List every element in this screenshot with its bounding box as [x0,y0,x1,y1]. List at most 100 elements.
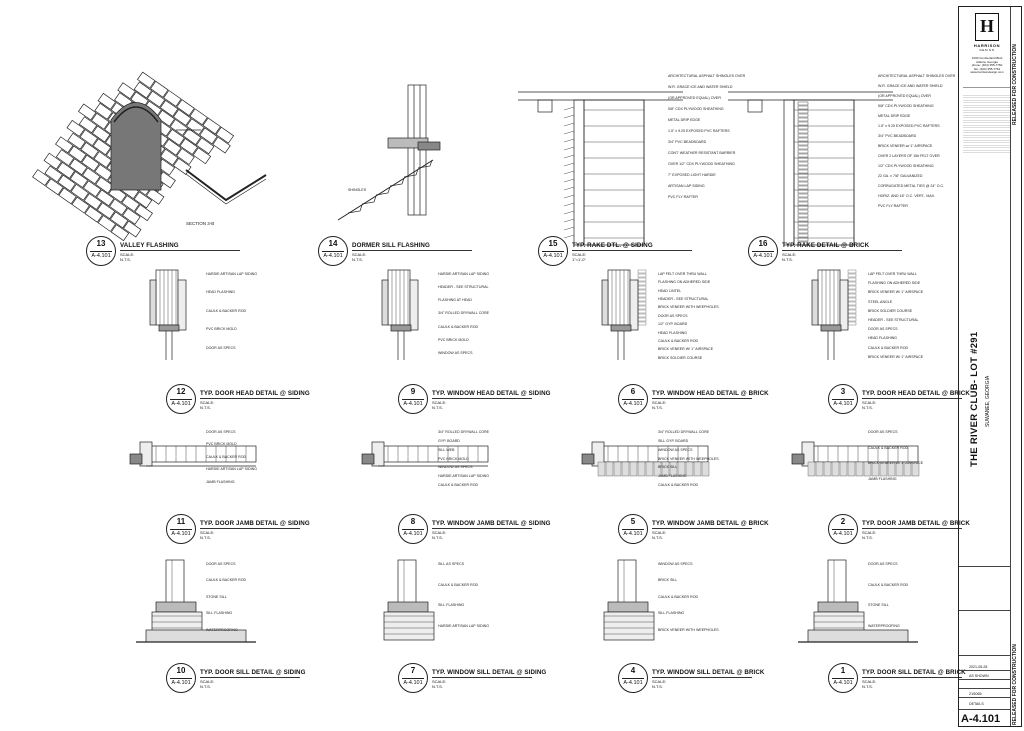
detail-note: 3/4" PVC BEADBOARD [668,140,707,144]
detail-sheet-ref: A-4.101 [623,531,643,537]
address-line: 3100 Cumberland Blvd [971,56,1003,60]
detail-sheet-ref: A-4.101 [623,680,643,686]
detail-scale: SCALE: N.T.S. [352,252,367,262]
detail-sheet-ref: A-4.101 [403,401,423,407]
detail-note: 1.5" x 9.25 EXPOSED PVC RAFTERS [668,129,730,133]
detail-note: LAP FELT OVER THRU WALL [658,272,707,276]
address-line: fax: (404) 355-7764 [973,66,1001,71]
date-value: 2021-05-28 [969,665,988,669]
detail-title: TYP. DOOR HEAD DETAIL @ BRICK [862,390,970,397]
detail-sheet-ref: A-4.101 [543,253,563,259]
address-line: www.harrisondesign.com [970,70,1004,75]
project-name: THE RIVER CLUB- LOT #291 [969,331,980,467]
detail-title: TYP. RAKE DETAIL @ BRICK [782,242,870,249]
detail-title: VALLEY FLASHING [120,242,179,249]
detail-note: PVC FLY RAFTER [668,195,699,199]
detail-sheet-ref: A-4.101 [833,401,853,407]
detail-note: SILL AS SPECS [438,562,465,566]
detail-drawing [381,269,419,360]
detail-note: HEADER - SEE STRUCTURAL [438,285,489,290]
detail-note: PVC BRICK MOLD [438,456,469,461]
address-line: Atlanta, Georgia [976,59,998,64]
detail-note: DOOR AS SPECS [658,313,688,318]
detail-drawing [129,441,257,467]
detail-note: (OR APPROVED EQUAL) OVER [668,96,721,100]
detail-sheet-ref: A-4.101 [403,680,423,686]
detail-note: 3/4" ROLLED DRYWALL CORE [658,430,710,434]
detail-note: BRICK SOLDIER COURSE [868,308,913,313]
detail-sheet-ref: A-4.101 [403,531,423,537]
detail-scale: SCALE: N.T.S. [200,679,215,689]
detail-note: WINDOW AS SPECS [658,562,693,566]
detail-note: OVER 2 LAYERS OF 15# FELT OVER [878,154,940,158]
detail-note: FLASHING ON ADHERED SIDE [658,280,711,285]
detail-note: LAP FELT OVER THRU WALL [868,272,917,276]
detail-note: BRICK SILL [658,465,678,470]
scale-value: AS SHOWN [969,674,989,678]
detail-note: CAULK & BACKER ROD [438,582,479,587]
detail-note: PVC BRICK MOLD [206,442,237,447]
detail-note: WATERPROOFING [206,627,238,632]
detail-note: 1/2" GYP. BOARD [658,322,688,327]
detail-note: CAULK & BACKER ROD [868,445,909,450]
detail-note: STEEL ANGLE [868,299,893,304]
detail-number: 15 [548,239,558,248]
detail-note: 1/2" CDX PLYWOOD SHEATHING [878,164,934,168]
detail-note: DOOR AS SPECS [868,327,898,332]
detail-scale: SCALE: N.T.S. [652,679,667,689]
detail-note: PVC FLY RAFTER [878,204,909,208]
detail-sheet-ref: A-4.101 [323,253,343,259]
detail-drawing [601,269,647,360]
detail-note: CAULK & BACKER ROD [206,308,247,313]
detail-sheet-ref: A-4.101 [753,253,773,259]
detail-note: DOOR AS SPECS [206,345,236,350]
detail-note: HEAD FLASHING [206,290,235,295]
detail-scale: SCALE: N.T.S. [200,530,215,540]
detail-note: BRICK VENEER WITH WEEPHOLES [658,627,719,632]
project-location: SUWANEE, GEORGIA [985,375,991,427]
detail-note: HEAD FLASHING [868,336,897,341]
detail-note: CAULK & BACKER ROD [438,324,479,329]
detail-note: CONT. WEATHER RESISTANT BARRIER [668,151,736,155]
detail-note: 5/8" CDX PLYWOOD SHEATHING [878,104,934,108]
detail-note: JAMB FLASHING [658,474,687,479]
detail-note: METAL DRIP EDGE [668,118,701,122]
detail-drawing [32,71,267,242]
detail-title: TYP. WINDOW SILL DETAIL @ BRICK [652,669,765,676]
detail-note: HARDIE ARTISAN LAP SIDING [438,272,489,276]
detail-note: (OR APPROVED EQUAL) OVER [878,94,931,98]
detail-note: HEAD LINTEL [658,288,682,293]
detail-number: 7 [410,666,416,675]
detail-note: CAULK & BACKER ROD [868,582,909,587]
detail-number: 2 [840,517,846,526]
detail-drawing [337,84,441,221]
detail-note: BRICK VENEER WITH WEEPHOLES [658,456,719,461]
detail-note: WINDOW AS SPECS [438,350,473,355]
detail-title: TYP. DOOR JAMB DETAIL @ SIDING [200,520,310,527]
detail-note: 1.5" x 9.25 EXPOSED PVC RAFTERS [878,124,940,128]
release-stamp-top: RELEASED FOR CONSTRUCTION [1012,44,1018,125]
detail-note: CORRUGATED METAL TIES @ 24" O.C. [878,184,945,188]
detail-number: 5 [630,517,636,526]
detail-number: 4 [630,666,636,675]
detail-note: CAULK & BACKER ROD [658,338,699,343]
detail-note: 22 GA. x 7/8" GALVANIZED [878,174,923,178]
detail-drawing [149,269,187,360]
detail-scale: SCALE: N.T.S. [862,679,877,689]
detail-number: 16 [758,239,768,248]
detail-note: SILL FLASHING [206,611,233,616]
detail-title: TYP. DOOR HEAD DETAIL @ SIDING [200,390,310,397]
detail-note: DOOR AS SPECS [868,562,898,566]
detail-note: STONE SILL [868,603,889,607]
detail-note: METAL DRIP EDGE [878,114,911,118]
